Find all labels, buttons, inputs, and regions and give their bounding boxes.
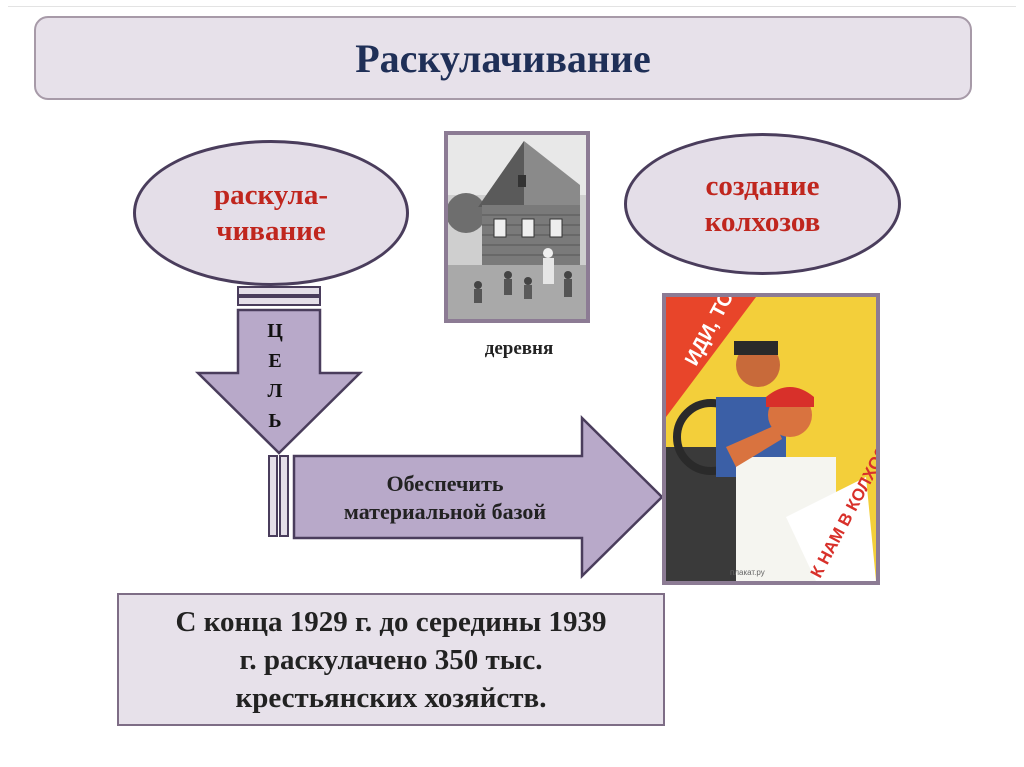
connector-bar-1 xyxy=(238,287,320,295)
ellipse-collective-farms: создание колхозов xyxy=(624,133,901,275)
photo-caption: деревня xyxy=(440,338,598,360)
kolkhoz-poster: ИДИ, ТОВАРИЩ, К НАМ В КОЛХОЗ! плакат.ру xyxy=(662,293,880,585)
goal-letter-4: Ь xyxy=(262,410,288,433)
ellipse-right-line2: колхозов xyxy=(705,204,821,240)
goal-letter-1: Ц xyxy=(262,320,288,343)
goal-letter-2: Е xyxy=(262,350,288,373)
goal-letter-3: Л xyxy=(262,380,288,403)
ellipse-left-line2: чивание xyxy=(214,213,328,249)
ellipse-dekulakization: раскула- чивание xyxy=(133,140,409,286)
connector-bar-2 xyxy=(238,297,320,305)
arrow-text-line1: Обеспечить xyxy=(300,470,590,498)
statistic-line2: г. раскулачено 350 тыс. xyxy=(176,641,607,679)
statistic-line1: С конца 1929 г. до середины 1939 xyxy=(176,603,607,641)
arrow-text: Обеспечить материальной базой xyxy=(300,470,590,526)
village-photo xyxy=(444,131,590,323)
ellipse-left-line1: раскула- xyxy=(214,177,328,213)
statistic-box: С конца 1929 г. до середины 1939 г. раск… xyxy=(117,593,665,726)
connector-vbar-2 xyxy=(280,456,288,536)
connector-vbar-1 xyxy=(269,456,277,536)
arrow-text-line2: материальной базой xyxy=(300,498,590,526)
ellipse-right-line1: создание xyxy=(705,168,821,204)
poster-signature: плакат.ру xyxy=(730,568,765,577)
statistic-line3: крестьянских хозяйств. xyxy=(176,679,607,717)
